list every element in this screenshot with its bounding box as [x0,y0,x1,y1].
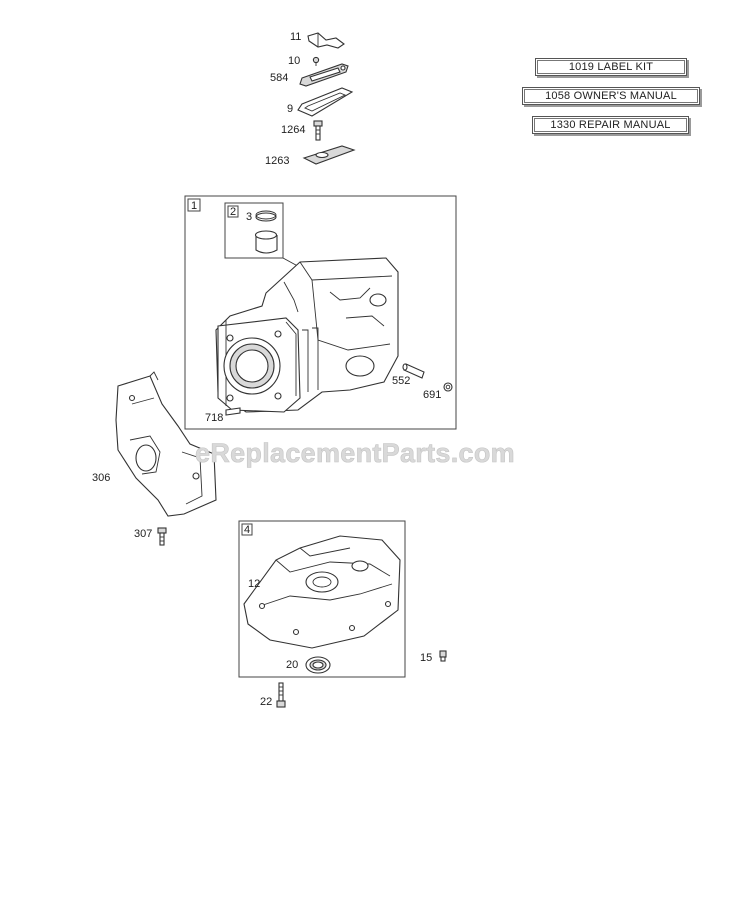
callout-11: 11 [290,31,301,43]
part-3-piston-rings[interactable] [254,210,278,254]
part-20-oil-seal[interactable] [305,656,331,674]
part-12-sump[interactable] [243,535,401,649]
part-11-breather-tube[interactable] [307,32,345,49]
kit-owners-manual-text: 1058 OWNER'S MANUAL [524,89,698,103]
watermark: eReplacementParts.com [195,438,515,468]
box-4-number: 4 [244,524,250,536]
kit-label-kit[interactable]: 1019 LABEL KIT [535,58,687,76]
part-691-seal[interactable] [443,382,453,392]
assembly-box-4 [238,520,406,678]
callout-9: 9 [287,103,293,115]
box-1-tag [187,198,201,212]
part-15-plug[interactable] [439,650,447,662]
kit-repair-manual[interactable]: 1330 REPAIR MANUAL [532,116,689,134]
callout-718: 718 [205,412,223,424]
part-552-dowel-pin[interactable] [402,363,425,379]
part-306-air-guide[interactable] [115,371,217,517]
assembly-box-2 [224,202,284,259]
box-2-tag [227,205,239,218]
assembly-box-1 [184,195,457,430]
part-9-gasket[interactable] [297,87,354,117]
callout-307: 307 [134,528,152,540]
callout-22: 22 [260,696,272,708]
part-718-pin[interactable] [225,407,241,416]
part-584-breather-cover[interactable] [299,63,349,87]
callout-1264: 1264 [281,124,305,136]
box-2-number: 2 [230,206,236,218]
callout-3: 3 [246,211,252,223]
kit-owners-manual[interactable]: 1058 OWNER'S MANUAL [522,87,700,105]
callout-20: 20 [286,659,298,671]
callout-552: 552 [392,375,410,387]
callout-306: 306 [92,472,110,484]
part-10-screw[interactable] [312,56,320,66]
callout-584: 584 [270,72,288,84]
callout-691: 691 [423,389,441,401]
kit-repair-manual-text: 1330 REPAIR MANUAL [534,118,687,132]
callout-15: 15 [420,652,432,664]
callout-1263: 1263 [265,155,289,167]
part-1263-plate[interactable] [302,145,356,165]
kit-label-kit-text: 1019 LABEL KIT [537,60,685,74]
callout-12: 12 [248,578,260,590]
part-1-cylinder-block[interactable] [215,257,399,413]
box-1-number: 1 [191,200,197,212]
box-4-tag [241,523,253,536]
callout-10: 10 [288,55,300,67]
part-307-screw[interactable] [157,527,167,546]
part-1264-screw[interactable] [313,120,323,141]
part-22-screw[interactable] [276,682,286,708]
